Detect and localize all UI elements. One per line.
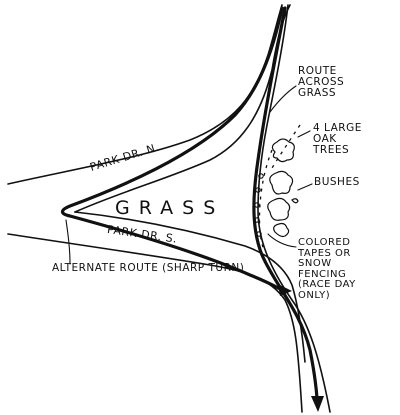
fencing-line [258,149,273,251]
fence-post [254,217,260,223]
park-dr-s-outer-edge [7,233,303,413]
label-bushes: BUSHES [314,176,360,188]
leader-line-oak-trees [297,130,311,138]
label-alternate-route: ALTERNATE ROUTE (SHARP TURN) [52,262,245,274]
leader-line-route-across-grass [269,85,297,113]
fence-post [256,231,262,237]
fence-post [255,187,261,193]
oak-tree-icon [269,170,294,195]
east-road-edge [257,4,331,413]
leader-line-alternate-route [65,219,71,265]
arrowhead-icon [278,284,292,296]
leader-line-tapes [267,233,297,248]
label-route-across-grass: ROUTE ACROSS GRASS [298,65,345,100]
oak-tree-icon [273,222,290,238]
oak-tree-icon [271,138,295,163]
oak-tree-icon [267,197,291,221]
park-dr-n-bottom-edge [74,4,291,213]
route-across-grass-line [252,6,319,400]
fencing-line [271,124,301,169]
arrowhead-icon [311,396,324,412]
label-grass: GRASS [115,197,225,219]
alternate-route-line [60,6,284,292]
fence-post [254,202,260,208]
label-colored-tapes: COLORED TAPES OR SNOW FENCING (RACE DAY … [298,237,356,301]
label-oak-trees: 4 LARGE OAK TREES [313,122,362,157]
leader-line-bushes [297,183,313,191]
bush-icon [291,198,299,204]
fence-post [258,173,264,179]
